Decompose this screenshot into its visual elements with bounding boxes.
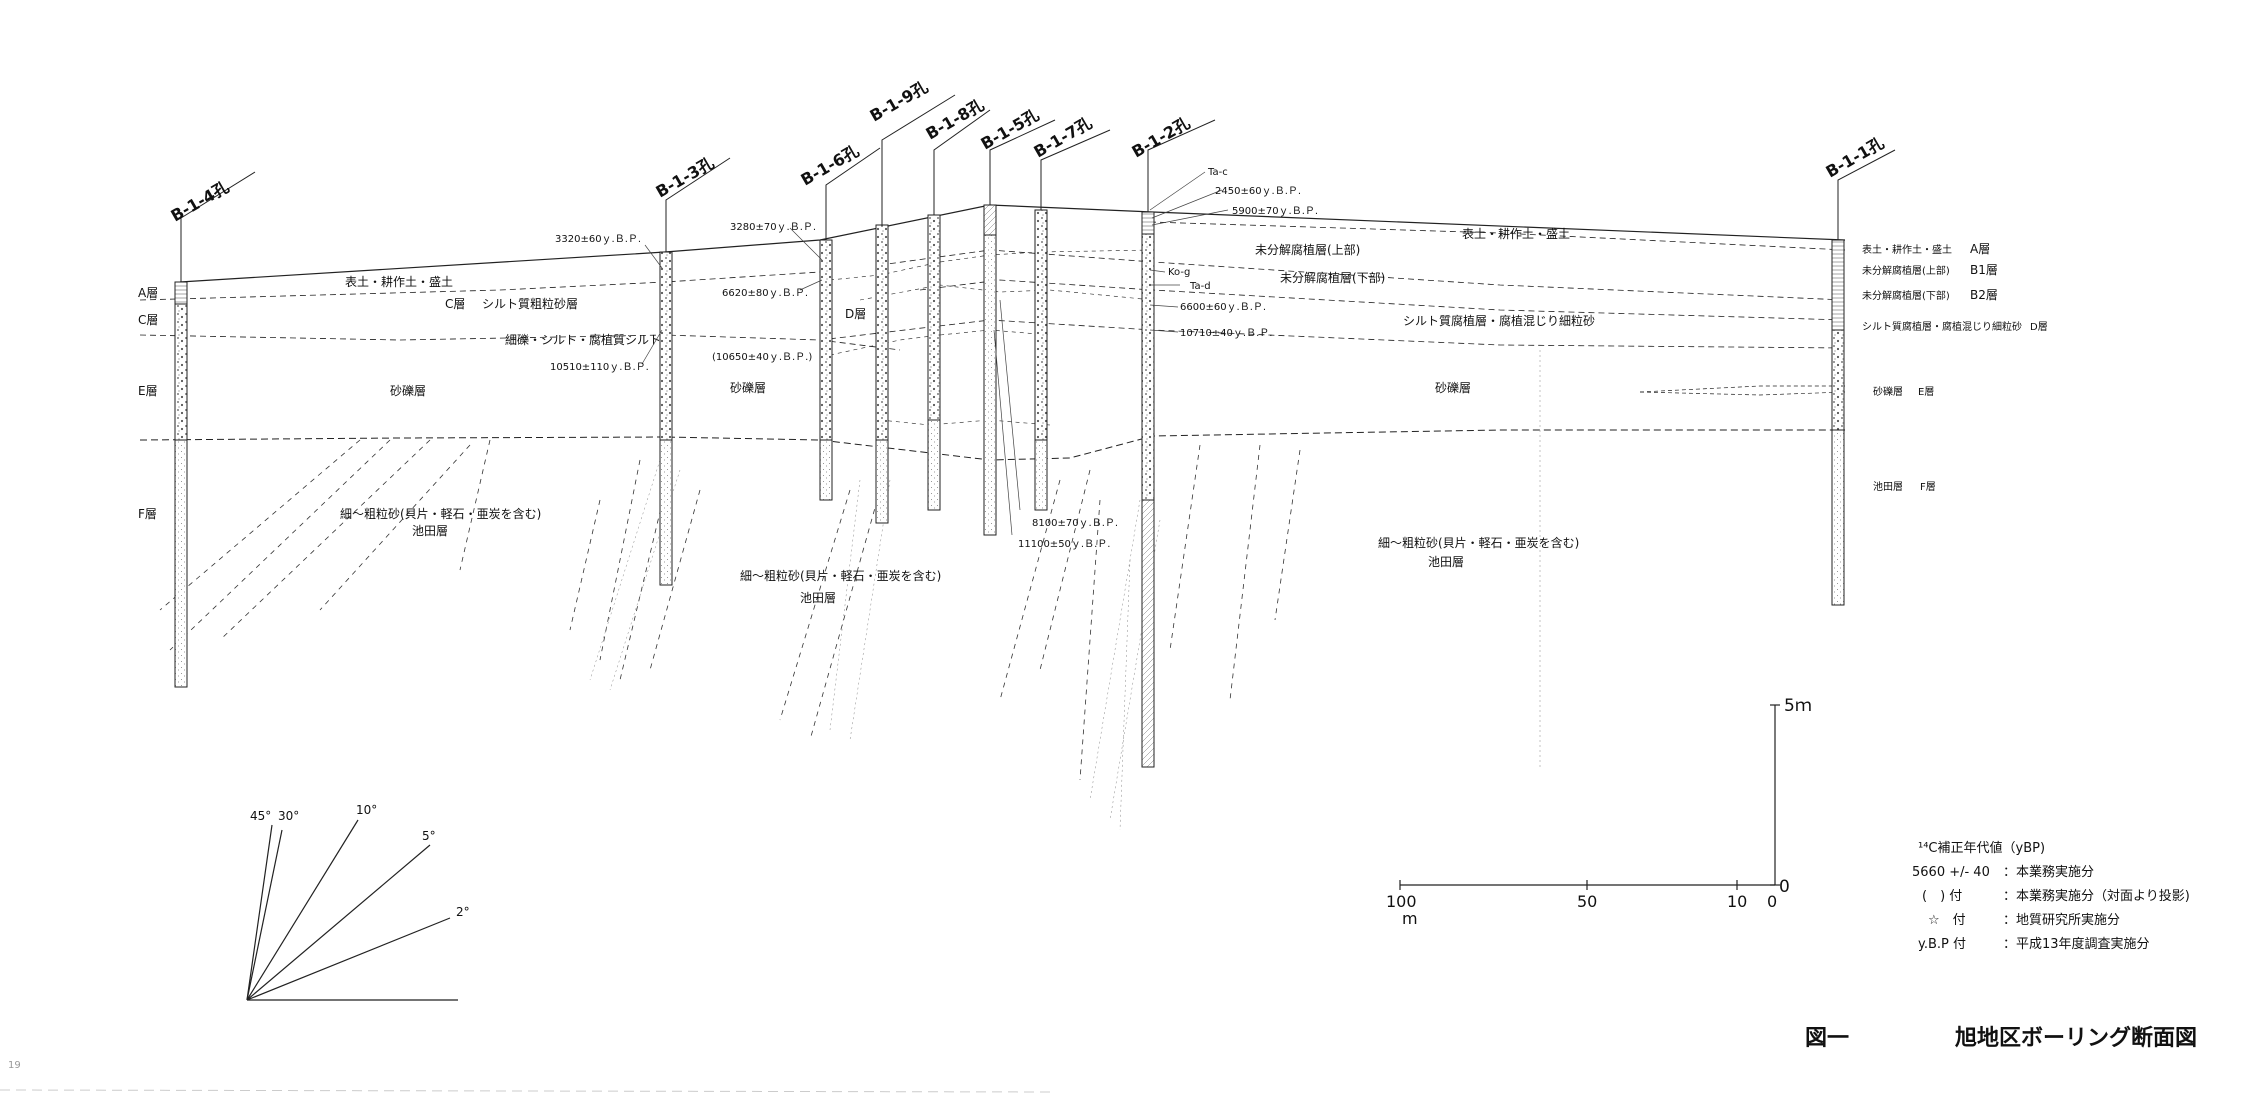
date-6620: 6620±80ｙ.Ｂ.Ｐ. [722, 288, 808, 299]
borehole-label-b-1-9: B-1-9孔 [867, 77, 932, 125]
right-legend-gravel: 砂礫層 [1873, 385, 1903, 398]
dip-angle-fan [246, 819, 458, 1001]
scale-0: 0 [1767, 892, 1777, 911]
layer-ikeda-sand-right: 細～粗粒砂(貝片・軽石・亜炭を含む) [1378, 535, 1579, 550]
date-10710: 10710±40ｙ.Ｂ.Ｐ. [1180, 328, 1272, 339]
legend-desc-1: ：本業務実施分（対面より投影) [2003, 888, 2190, 904]
right-legend-a: A層 [1970, 242, 1990, 256]
page-mark-bottom-left: 19 [8, 1060, 21, 1071]
page-scan-edge [0, 1089, 1051, 1093]
dating-leaders [641, 171, 1229, 536]
tephra-ko-g: Ko-g [1168, 267, 1190, 278]
borehole-label-b-1-4: B-1-4孔 [168, 177, 233, 225]
date-5900: 5900±70ｙ.Ｂ.Ｐ. [1232, 206, 1318, 217]
right-legend-d: D層 [2030, 321, 2048, 333]
legend-desc-2: ：地質研究所実施分 [2003, 912, 2120, 928]
date-8100: 8100±70ｙ.Ｂ.Ｐ. [1032, 518, 1118, 529]
layer-c-label: C層 [445, 297, 465, 311]
layer-silty-peat-sand: シルト質腐植層・腐植混じり細粒砂 [1403, 313, 1595, 328]
scale-unit: m [1402, 909, 1418, 928]
right-legend-ikeda: 池田層 [1873, 480, 1903, 493]
angle-5: 5° [422, 829, 436, 843]
ikeda-bedding-lines [159, 439, 1301, 781]
angle-30: 30° [278, 809, 299, 823]
angle-2: 2° [456, 905, 470, 919]
borehole-leaders [180, 94, 1896, 282]
date-3280: 3280±70ｙ.Ｂ.Ｐ. [730, 222, 816, 233]
date-6600: 6600±60ｙ.Ｂ.Ｐ. [1180, 302, 1266, 313]
right-legend-silty-peat: シルト質腐植層・腐植混じり細粒砂 [1862, 320, 2022, 333]
figure-number: 図一 [1805, 1026, 1849, 1051]
layer-peat-upper: 未分解腐植層(上部) [1255, 242, 1360, 257]
figure-title: 旭地区ボーリング断面図 [1954, 1025, 2197, 1051]
right-legend-b2: B2層 [1970, 288, 1998, 302]
vertical-scale-top: 5ｍ [1784, 696, 1812, 716]
scale-10: 10 [1727, 892, 1747, 911]
angle-45: 45° [250, 809, 271, 823]
layer-d-label: D層 [845, 307, 866, 321]
borehole-label-b-1-1: B-1-1孔 [1823, 133, 1888, 181]
layer-ikeda-right: 池田層 [1428, 555, 1464, 569]
date-10650: (10650±40ｙ.Ｂ.Ｐ.) [712, 352, 812, 363]
layer-topsoil-left: 表土・耕作土・盛土 [345, 274, 453, 289]
left-tag-f: F層 [138, 507, 157, 521]
right-legend-f: F層 [1920, 481, 1936, 493]
legend-desc-0: ：本業務実施分 [2003, 864, 2094, 880]
left-tag-c: C層 [138, 313, 158, 327]
legend-key-1: ( ) 付 [1922, 889, 1962, 904]
right-legend-b1: B1層 [1970, 263, 1998, 277]
vertical-scale-bar [1770, 704, 1780, 886]
scale-100: 100 [1386, 892, 1417, 911]
layer-gravel-left: 砂礫層 [390, 383, 426, 398]
borehole-column-b-1-5 [983, 204, 997, 536]
legend-title: ¹⁴C補正年代値（yBP) [1918, 840, 2045, 856]
ikeda-bedding-fine [589, 350, 1541, 831]
legend-key-0: 5660 +/- 40 [1912, 865, 1990, 880]
tephra-ta-c: Ta-c [1207, 167, 1228, 178]
vertical-scale-bottom: 0 [1779, 877, 1790, 897]
right-legend-peat-lower: 未分解腐植層(下部) [1862, 289, 1950, 302]
legend-key-2: ☆ 付 [1928, 913, 1966, 928]
layer-ikeda-mid: 池田層 [800, 591, 836, 605]
tephra-ta-d: Ta-d [1189, 281, 1211, 292]
scale-50: 50 [1577, 892, 1597, 911]
layer-silty-sand: シルト質粗粒砂層 [482, 296, 578, 311]
layer-ikeda-sand-mid: 細～粗粒砂(貝片・軽石・亜炭を含む) [740, 568, 941, 583]
date-3320: 3320±60ｙ.Ｂ.Ｐ. [555, 234, 641, 245]
layer-peat-lower: 未分解腐植層(下部) [1280, 270, 1385, 285]
legend-key-3: y.B.P 付 [1918, 937, 1966, 952]
borehole-label-b-1-3: B-1-3孔 [653, 153, 718, 201]
right-legend-peat-upper: 未分解腐植層(上部) [1862, 264, 1950, 277]
layer-ikeda-sand-left: 細～粗粒砂(貝片・軽石・亜炭を含む) [340, 506, 541, 521]
date-2450: 2450±60ｙ.Ｂ.Ｐ. [1215, 186, 1301, 197]
layer-topsoil-right: 表土・耕作土・盛土 [1462, 226, 1570, 241]
layer-ikeda-left: 池田層 [412, 524, 448, 538]
borehole-columns [174, 204, 1845, 768]
layer-gravel-right: 砂礫層 [1435, 380, 1471, 395]
legend-desc-3: ：平成13年度調査実施分 [2003, 936, 2150, 952]
borehole-label-b-1-2: B-1-2孔 [1129, 113, 1194, 161]
right-legend-e: E層 [1918, 386, 1934, 398]
left-tag-a: A層 [138, 286, 158, 300]
date-10510: 10510±110ｙ.Ｂ.Ｐ. [550, 362, 649, 373]
horizontal-scale-bar [1399, 880, 1775, 890]
layer-gravel-mid: 砂礫層 [730, 380, 766, 395]
right-legend-topsoil: 表土・耕作土・盛土 [1862, 243, 1952, 256]
layer-fine-gravel-silt: 細礫・シルト・腐植質シルト [505, 332, 661, 347]
date-11100: 11100±50ｙ.Ｂ.Ｐ. [1018, 539, 1110, 550]
left-tag-e: E層 [138, 384, 158, 398]
angle-10: 10° [356, 803, 377, 817]
